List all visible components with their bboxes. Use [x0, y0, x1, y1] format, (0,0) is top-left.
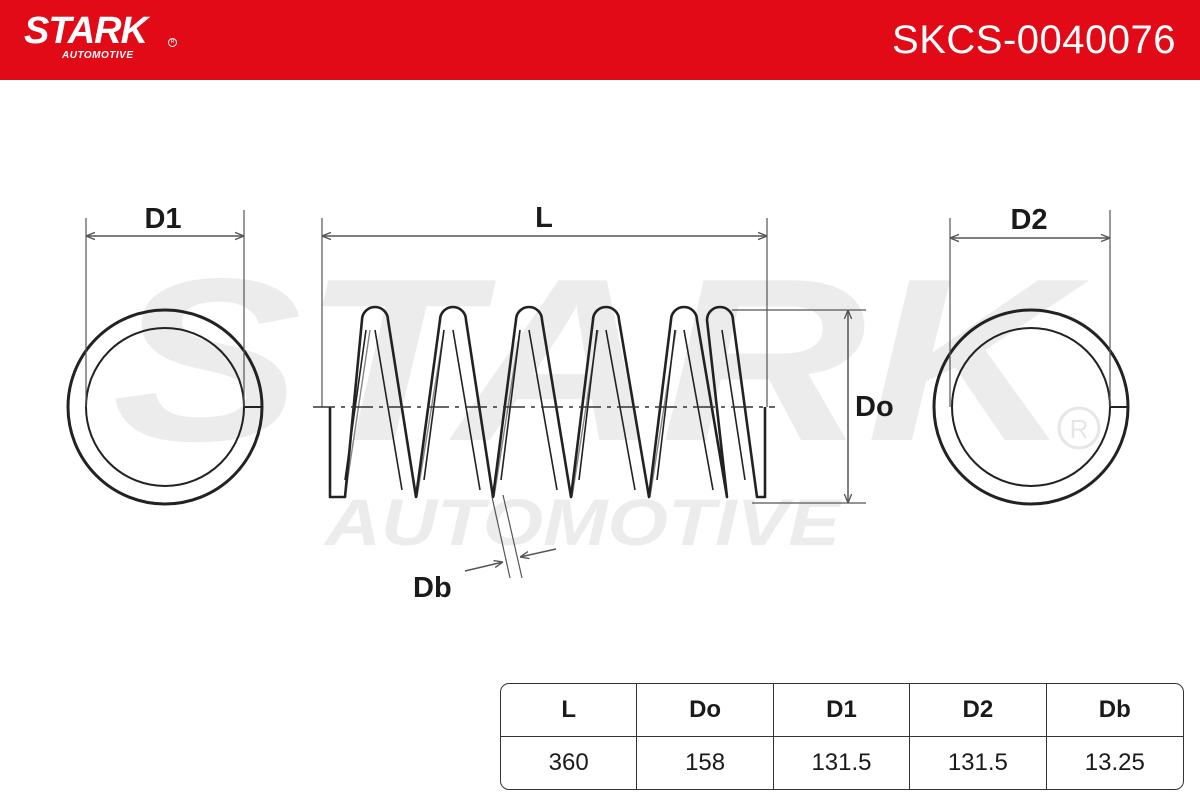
- label-l: L: [535, 202, 553, 234]
- header-do: Do: [637, 684, 774, 737]
- watermark-main: STARK: [112, 231, 1090, 490]
- watermark-sub: AUTOMOTIVE: [323, 485, 843, 559]
- value-d2: 131.5: [910, 737, 1047, 789]
- logo-sub: AUTOMOTIVE: [62, 50, 134, 61]
- svg-text:R: R: [1070, 414, 1089, 444]
- side-view-spring: L Do Db: [313, 202, 894, 604]
- label-do: Do: [855, 391, 894, 423]
- specs-value-row: 360 158 131.5 131.5 13.25: [501, 737, 1183, 789]
- header-db: Db: [1046, 684, 1183, 737]
- value-db: 13.25: [1084, 749, 1145, 776]
- specs-table: L Do D1 D2 Db 360 158 131.5 131.5 13.25: [500, 683, 1184, 790]
- logo-brand: STARK: [24, 10, 148, 52]
- watermark: STARK AUTOMOTIVE R: [112, 231, 1101, 559]
- stark-logo: STARK AUTOMOTIVE: [24, 10, 148, 62]
- header-bar: STARK AUTOMOTIVE R SKCS-0040076: [0, 0, 1200, 80]
- label-d2: D2: [1010, 204, 1047, 236]
- specs-header-row: L Do D1 D2 Db: [501, 684, 1183, 737]
- registered-icon: R: [168, 38, 177, 47]
- spring-diagram: STARK AUTOMOTIVE R D1 D2 L Do: [66, 202, 1130, 604]
- part-number: SKCS-0040076: [892, 18, 1176, 62]
- header-d2: D2: [910, 684, 1047, 737]
- header-d1: D1: [773, 684, 911, 737]
- end-view-d2: D2: [932, 204, 1130, 506]
- end-view-d1: D1: [66, 203, 264, 506]
- value-d1: 131.5: [774, 737, 911, 789]
- label-db: Db: [413, 572, 452, 604]
- header-l: L: [501, 684, 638, 737]
- label-d1: D1: [144, 203, 181, 235]
- value-l: 360: [501, 737, 638, 789]
- watermark-registered-icon: [1057, 406, 1101, 450]
- value-do: 158: [637, 737, 774, 789]
